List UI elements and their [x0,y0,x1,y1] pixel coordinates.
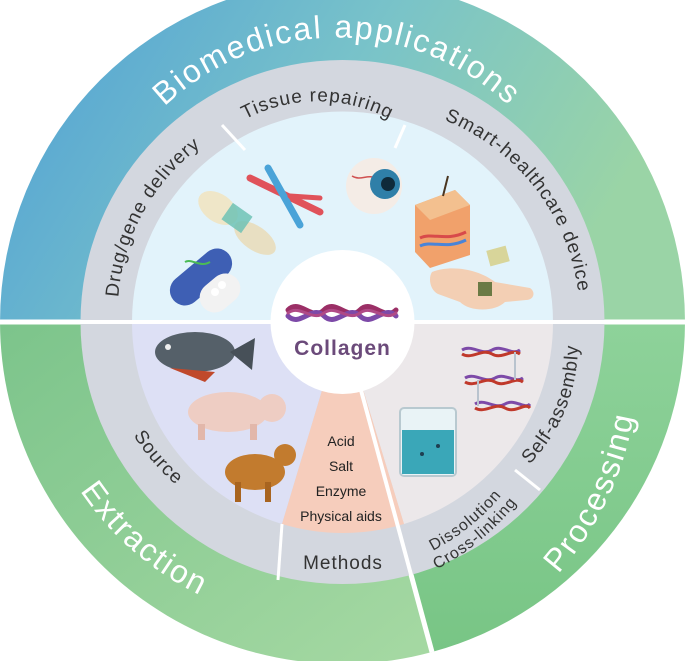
method-item: Physical aids [300,508,382,524]
method-item: Enzyme [316,483,367,499]
center-circle [271,250,415,394]
beaker-icon [400,408,456,476]
methods-label: Methods [303,553,383,574]
method-item: Acid [327,433,354,449]
collagen-triple-helix-icon [288,307,396,320]
method-item: Salt [329,458,353,474]
center-label: Collagen [294,337,391,360]
eye-icon [346,158,402,214]
